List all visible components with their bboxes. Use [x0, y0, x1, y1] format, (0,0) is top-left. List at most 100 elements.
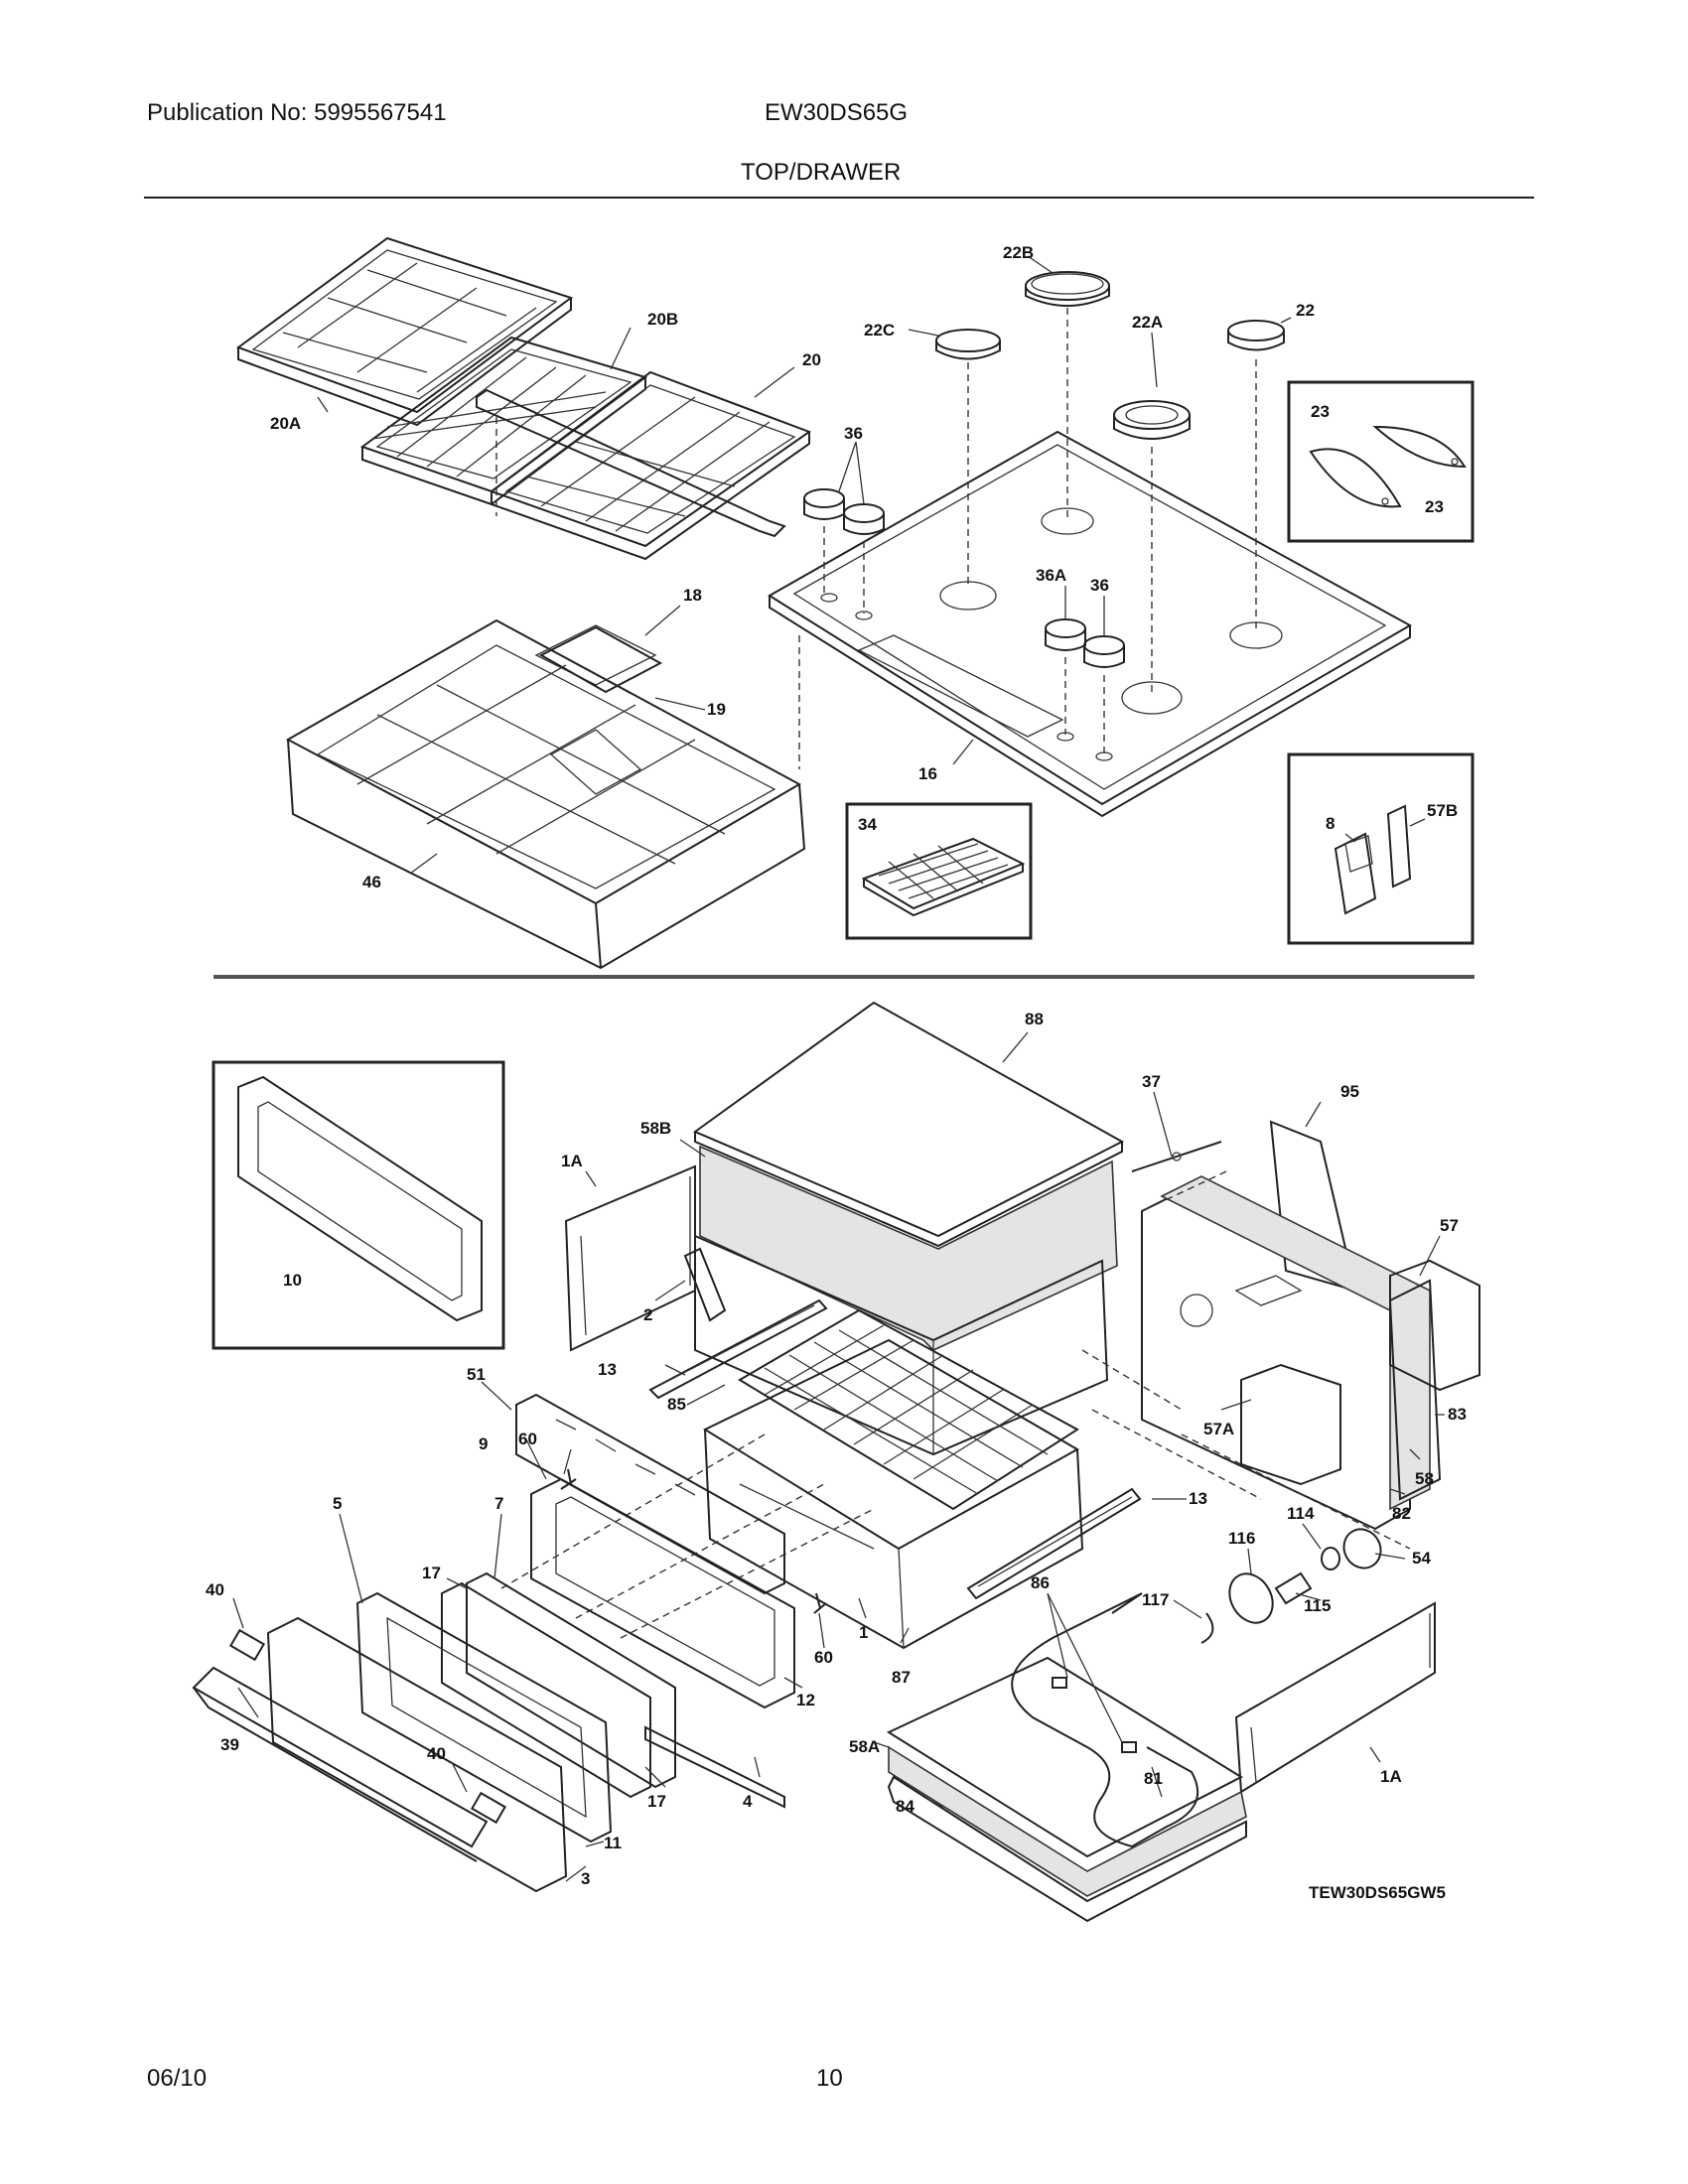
burner-cap-22	[1227, 320, 1285, 351]
insulation-58b	[699, 1145, 1118, 1351]
screw-60-right	[813, 1592, 827, 1614]
label-18: 18	[683, 586, 702, 605]
label-57b: 57B	[1427, 801, 1458, 820]
section-title: TOP/DRAWER	[741, 159, 902, 186]
trim-18	[476, 388, 786, 538]
control-module-8	[1334, 832, 1377, 915]
label-85: 85	[667, 1395, 686, 1414]
label-22b: 22B	[1003, 243, 1034, 262]
label-12: 12	[796, 1691, 815, 1709]
publication-date: 06/10	[147, 2065, 208, 2092]
wire-37	[1131, 1141, 1222, 1172]
drawer-gasket-10	[237, 1075, 483, 1322]
label-37: 37	[1142, 1072, 1161, 1091]
label-20a: 20A	[270, 414, 301, 433]
label-95: 95	[1340, 1082, 1359, 1101]
label-1a-left: 1A	[561, 1152, 583, 1170]
label-115: 115	[1304, 1596, 1331, 1615]
label-58b: 58B	[640, 1119, 671, 1138]
label-17-bottom: 17	[647, 1792, 666, 1811]
heat-shield-19	[538, 625, 663, 795]
insulation-58a	[888, 1745, 1247, 1897]
label-23-b: 23	[1425, 497, 1444, 516]
side-panel-1a-left	[564, 1164, 696, 1352]
inset-box-34	[845, 802, 1033, 940]
element-brackets-86	[1052, 1677, 1137, 1753]
label-16: 16	[918, 764, 937, 783]
drawer-liner	[694, 1234, 1109, 1456]
label-86: 86	[1031, 1573, 1050, 1592]
drawer-pan-1	[702, 1338, 1084, 1650]
label-88: 88	[1025, 1010, 1044, 1028]
label-54: 54	[1412, 1549, 1431, 1568]
igniter-cover-23	[1309, 425, 1467, 508]
burner-box-46	[285, 618, 806, 970]
label-1a-right: 1A	[1380, 1767, 1402, 1786]
label-60-top: 60	[518, 1430, 537, 1448]
end-cap-40-bottom	[471, 1791, 506, 1825]
bracket-57b	[1386, 804, 1412, 888]
label-58: 58	[1415, 1469, 1434, 1488]
label-46: 46	[362, 873, 381, 891]
label-114: 114	[1287, 1504, 1315, 1523]
publication-number: Publication No: 5995567541	[147, 99, 447, 126]
label-60-right: 60	[814, 1648, 833, 1667]
label-117: 117	[1142, 1590, 1169, 1609]
label-57: 57	[1440, 1216, 1459, 1235]
label-20: 20	[802, 350, 821, 369]
label-36-top: 36	[844, 424, 863, 443]
lamp-bulb-114	[1321, 1547, 1340, 1570]
label-3: 3	[581, 1869, 590, 1888]
label-10: 10	[283, 1271, 302, 1290]
label-87: 87	[892, 1668, 911, 1687]
burner-cap-22b	[1025, 271, 1110, 307]
label-22a: 22A	[1132, 313, 1163, 332]
label-2: 2	[643, 1305, 652, 1324]
inset-box-8-57b	[1287, 752, 1475, 945]
drawer-top-88	[692, 1001, 1125, 1248]
label-4: 4	[743, 1792, 753, 1811]
side-panel-1a-right	[1234, 1601, 1436, 1794]
knob-36-right	[1083, 635, 1125, 668]
cooktop-16	[768, 430, 1413, 818]
glass-panel-17	[441, 1581, 651, 1799]
page-number: 10	[816, 2065, 843, 2092]
door-panel-3	[266, 1616, 568, 1893]
inset-box-10	[211, 1060, 505, 1350]
grate-20a	[235, 236, 574, 427]
label-58a: 58A	[849, 1737, 880, 1756]
label-36-right: 36	[1090, 576, 1109, 595]
label-13-left: 13	[598, 1360, 617, 1379]
panel-57a	[1240, 1363, 1341, 1486]
lamp-housing-54	[1342, 1528, 1382, 1570]
heating-element-81	[1011, 1592, 1199, 1848]
label-1: 1	[859, 1623, 868, 1642]
label-81: 81	[1144, 1769, 1163, 1788]
label-83: 83	[1448, 1405, 1467, 1424]
diagram-code: TEW30DS65GW5	[1309, 1883, 1446, 1902]
model-number: EW30DS65G	[765, 99, 909, 126]
lamp-lens-116	[1228, 1572, 1274, 1624]
burner-cap-22c	[935, 329, 1001, 360]
inner-door-frame-9	[530, 1477, 795, 1709]
label-116: 116	[1228, 1529, 1255, 1548]
label-84: 84	[896, 1797, 914, 1816]
header-rule	[144, 197, 1534, 199]
panel-83	[1388, 1279, 1442, 1501]
inset-box-23	[1287, 380, 1475, 543]
label-7: 7	[494, 1494, 503, 1513]
label-22: 22	[1296, 301, 1315, 320]
end-cap-40-left	[229, 1628, 265, 1662]
label-20b: 20B	[647, 310, 678, 329]
bottom-panel-87	[886, 1656, 1244, 1858]
wire-117	[1200, 1612, 1214, 1644]
oven-rack-85	[738, 1308, 1079, 1511]
label-22c: 22C	[864, 321, 895, 340]
label-36a: 36A	[1036, 566, 1066, 585]
label-5: 5	[333, 1494, 342, 1513]
label-40-left: 40	[206, 1580, 224, 1599]
panel-57	[1389, 1259, 1480, 1392]
label-34: 34	[858, 815, 877, 834]
label-57a: 57A	[1203, 1420, 1234, 1438]
